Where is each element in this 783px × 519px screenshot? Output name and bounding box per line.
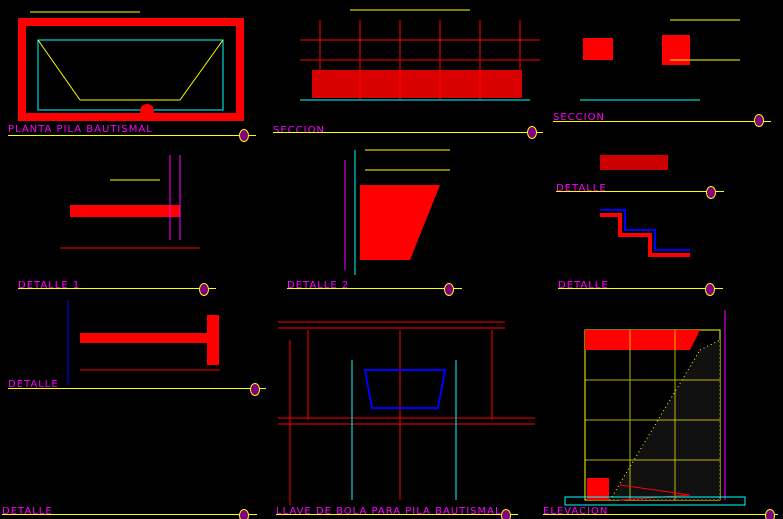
title-detalle-right-top: DETALLE xyxy=(556,183,607,194)
title-elevacion: ELEVACION xyxy=(543,506,609,517)
section-marker-icon xyxy=(754,114,764,127)
title-detalle-1: DETALLE 1 xyxy=(18,280,81,291)
title-detalle-2: DETALLE 2 xyxy=(287,280,350,291)
detail-left-middle-drawing xyxy=(67,300,220,385)
title-detalle-right-middle: DETALLE xyxy=(558,280,609,291)
title-underline xyxy=(287,288,462,289)
title-planta-pila-bautismal: PLANTA PILA BAUTISMAL xyxy=(8,124,153,135)
section-marker-icon xyxy=(501,509,511,519)
title-detalle-left-middle: DETALLE xyxy=(8,379,59,390)
section-marker-icon xyxy=(765,509,775,519)
section-marker-icon xyxy=(239,129,249,142)
title-underline xyxy=(273,132,543,133)
section-marker-icon xyxy=(706,186,716,199)
title-underline xyxy=(18,288,216,289)
title-underline xyxy=(8,388,266,389)
elevation-drawing xyxy=(564,310,746,506)
title-llave-de-bola: LLAVE DE BOLA PARA PILA BAUTISMAL xyxy=(276,506,502,517)
section-marker-icon xyxy=(705,283,715,296)
section-marker-icon xyxy=(250,383,260,396)
title-underline xyxy=(543,514,778,515)
detail-2-drawing xyxy=(344,149,450,275)
title-underline xyxy=(558,288,723,289)
section-marker-icon xyxy=(527,126,537,139)
ball-valve-drawing xyxy=(278,321,535,505)
title-seccion-middle: SECCION xyxy=(273,125,325,136)
title-detalle-bottom: DETALLE xyxy=(2,506,53,517)
title-underline xyxy=(276,514,518,515)
plan-view-drawing xyxy=(18,11,244,121)
section-right-drawing xyxy=(580,19,740,101)
title-seccion-right: SECCION xyxy=(553,112,605,123)
title-underline xyxy=(556,191,724,192)
title-underline xyxy=(2,514,257,515)
section-marker-icon xyxy=(444,283,454,296)
section-marker-icon xyxy=(239,509,249,519)
title-underline xyxy=(553,121,771,122)
title-underline xyxy=(8,135,256,136)
section-middle-drawing xyxy=(300,9,540,101)
detail-right-drawing xyxy=(600,155,690,257)
detail-1-drawing xyxy=(60,155,200,249)
section-marker-icon xyxy=(199,283,209,296)
